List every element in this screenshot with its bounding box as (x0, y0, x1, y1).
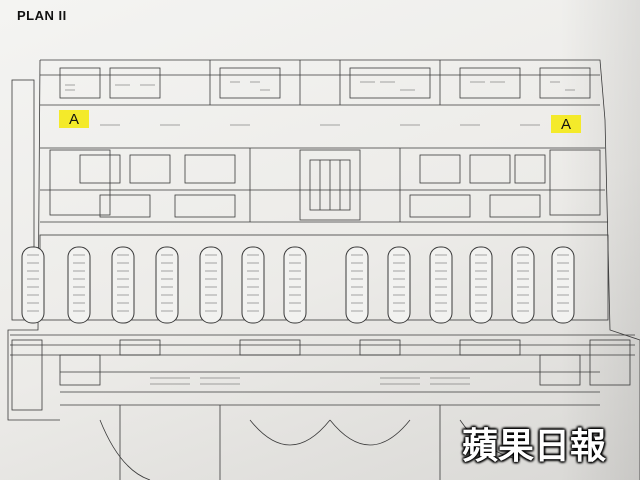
check-in-island (469, 246, 493, 324)
check-in-island (511, 246, 535, 324)
plan-title: PLAN II (17, 8, 67, 23)
check-in-island (241, 246, 265, 324)
location-marker-a: A (551, 115, 581, 133)
check-in-island (387, 246, 411, 324)
check-in-island (551, 246, 575, 324)
check-in-island (345, 246, 369, 324)
check-in-island (283, 246, 307, 324)
location-marker-a: A (59, 110, 89, 128)
check-in-island (67, 246, 91, 324)
check-in-island (429, 246, 453, 324)
building-outline (7, 59, 640, 480)
watermark-logo: 蘋果日報 (462, 426, 607, 467)
check-in-island (21, 246, 45, 324)
paper-shadow (560, 0, 640, 480)
check-in-island (199, 246, 223, 324)
check-in-island (111, 246, 135, 324)
check-in-island (155, 246, 179, 324)
